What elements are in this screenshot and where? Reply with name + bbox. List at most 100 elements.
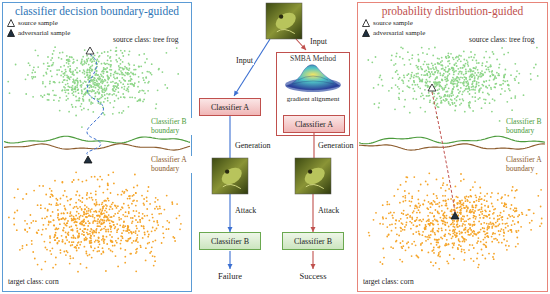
sample-dot <box>66 59 68 61</box>
sample-dot <box>48 224 50 226</box>
sample-dot <box>92 89 94 91</box>
sample-dot <box>95 190 97 192</box>
sample-dot <box>71 104 73 106</box>
sample-dot <box>135 232 137 234</box>
sample-dot <box>486 69 488 71</box>
sample-dot <box>413 80 415 82</box>
sample-dot <box>81 223 83 225</box>
sample-dot <box>446 99 448 101</box>
sample-dot <box>76 59 78 61</box>
sample-dot <box>127 229 129 231</box>
sample-dot <box>478 82 480 84</box>
sample-dot <box>483 98 485 100</box>
sample-dot <box>129 253 131 255</box>
sample-dot <box>499 63 501 65</box>
sample-dot <box>110 228 112 230</box>
sample-dot <box>467 80 469 82</box>
sample-dot <box>90 240 92 242</box>
sample-dot <box>97 251 99 253</box>
sample-dot <box>73 81 75 83</box>
sample-dot <box>116 77 118 79</box>
sample-dot <box>412 88 414 90</box>
sample-dot <box>87 220 89 222</box>
sample-dot <box>93 250 95 252</box>
sample-dot <box>97 223 99 225</box>
sample-dot <box>129 50 131 52</box>
sample-dot <box>49 81 51 83</box>
sample-dot <box>146 58 148 60</box>
sample-dot <box>79 195 81 197</box>
sample-dot <box>472 96 474 98</box>
sample-dot <box>135 270 137 272</box>
sample-dot <box>438 81 440 83</box>
sample-dot <box>107 51 109 53</box>
sample-dot <box>88 208 90 210</box>
sample-dot <box>101 52 103 54</box>
sample-dot <box>67 77 69 79</box>
sample-dot <box>143 204 145 206</box>
sample-dot <box>84 224 86 226</box>
sample-dot <box>427 81 429 83</box>
sample-dot <box>151 213 153 215</box>
sample-dot <box>397 86 399 88</box>
sample-dot <box>73 74 75 76</box>
sample-dot <box>15 64 17 66</box>
sample-dot <box>460 82 462 84</box>
sample-dot <box>478 91 480 93</box>
scatter-cloud <box>8 171 182 272</box>
sample-dot <box>400 46 402 48</box>
sample-dot <box>476 84 478 86</box>
sample-dot <box>26 193 28 195</box>
sample-dot <box>100 102 102 104</box>
sample-dot <box>60 249 62 251</box>
sample-dot <box>120 209 122 211</box>
sample-dot <box>96 211 98 213</box>
sample-dot <box>56 69 58 71</box>
sample-dot <box>150 72 152 74</box>
sample-dot <box>457 60 459 62</box>
sample-dot <box>58 240 60 242</box>
sample-dot <box>508 84 510 86</box>
sample-dot <box>44 241 46 243</box>
sample-dot <box>87 255 89 257</box>
sample-dot <box>78 236 80 238</box>
sample-dot <box>101 87 103 89</box>
sample-dot <box>106 211 108 213</box>
sample-dot <box>63 251 65 253</box>
sample-dot <box>75 115 77 117</box>
sample-dot <box>464 66 466 68</box>
sample-dot <box>479 88 481 90</box>
sample-dot <box>98 61 100 63</box>
sample-dot <box>143 225 145 227</box>
sample-dot <box>116 54 118 56</box>
sample-dot <box>57 213 59 215</box>
sample-dot <box>396 53 398 55</box>
sample-dot <box>24 228 26 230</box>
sample-dot <box>89 197 91 199</box>
sample-dot <box>94 93 96 95</box>
sample-dot <box>427 74 429 76</box>
sample-dot <box>138 76 140 78</box>
sample-dot <box>448 103 450 105</box>
sample-dot <box>402 58 404 60</box>
sample-dot <box>93 60 95 62</box>
sample-dot <box>75 237 77 239</box>
sample-dot <box>40 95 42 97</box>
sample-dot <box>460 67 462 69</box>
sample-dot <box>63 79 65 81</box>
sample-dot <box>128 211 130 213</box>
sample-dot <box>91 197 93 199</box>
sample-dot <box>411 76 413 78</box>
sample-dot <box>92 57 94 59</box>
sample-dot <box>81 59 83 61</box>
sample-dot <box>467 63 469 65</box>
sample-dot <box>93 230 95 232</box>
sample-dot <box>166 87 168 89</box>
sample-dot <box>523 94 525 96</box>
sample-dot <box>465 77 467 79</box>
sample-dot <box>86 194 88 196</box>
sample-dot <box>107 216 109 218</box>
sample-dot <box>75 106 77 108</box>
sample-dot <box>468 104 470 106</box>
sample-dot <box>44 217 46 219</box>
